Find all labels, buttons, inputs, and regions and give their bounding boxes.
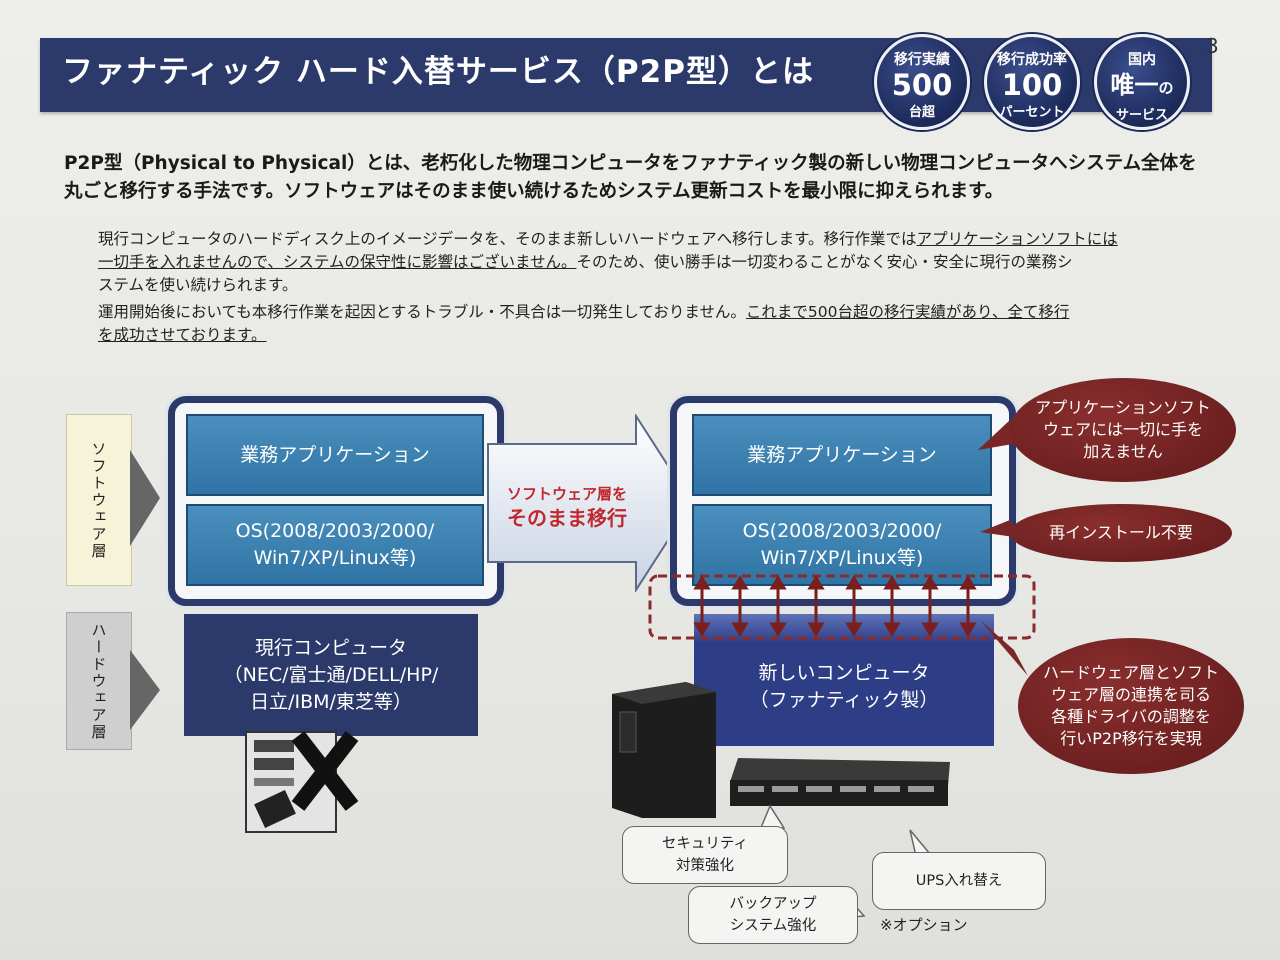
bubble1-line-3: 加えません [1083,442,1163,461]
new-computer-maker: （ファナティック製） [749,689,939,711]
badge-value: 100 [1001,68,1063,102]
bubble-no-app-changes: アプリケーションソフト ウェアには一切に手を 加えません [1010,378,1236,482]
bubble-no-reinstall: 再インストール不要 [1010,504,1232,562]
old-computer-crossed-icon [245,731,359,833]
para1-underlined: 一切手を入れませんので、システムの保守性に影響はございません。 [98,253,577,271]
badge-label: 国内 [1128,52,1156,68]
bubble3-line-3: 各種ドライバの調整を [1051,707,1211,726]
badge-unit: サービス [1115,108,1168,123]
driver-link-region [648,574,1036,640]
bubble1-line-2: ウェアには一切に手を [1042,420,1203,439]
migration-arrow-label: ソフトウェア層を そのまま移行 [492,484,642,532]
callout-backup-line-1: バックアップ [729,896,817,912]
paragraph-1-line-1: 現行コンピュータのハードディスク上のイメージデータを、そのまま新しいハードウェア… [98,228,1193,251]
right-os-line-1: OS(2008/2003/2000/ [742,520,942,542]
paragraph-2: 運用開始後においても本移行作業を起因とするトラブル・不具合は一切発生しておりませ… [98,301,1193,347]
badge-unit: 台超 [908,105,935,120]
badge-migration-record: 移行実績 500 台超 [874,34,970,130]
left-os-line-1: OS(2008/2003/2000/ [235,520,435,542]
badge-unit: パーセント [999,105,1065,120]
page-title: ファナティック ハード入替サービス（P2P型）とは [62,54,814,90]
badge-value: 500 [891,68,953,102]
tower-server-icon [612,682,716,818]
badge-label: 移行実績 [894,52,950,68]
hardware-layer-label: ハードウェア層 [66,612,132,750]
page-number: 3 [1206,34,1219,58]
badge-unique-service: 国内 唯一の サービス [1094,34,1190,130]
badge-success-rate: 移行成功率 100 パーセント [984,34,1080,130]
left-os-box: OS(2008/2003/2000/ Win7/XP/Linux等) [186,504,484,586]
intro-text: P2P型（Physical to Physical）とは、老朽化した物理コンピュ… [64,150,1214,206]
current-computer-title: 現行コンピュータ [254,636,407,659]
callout-security-line-2: 対策強化 [676,858,734,874]
para1-text: そのため、使い勝手は一切変わることがなく安心・安全に現行の業務シ [576,253,1073,271]
intro-line-2: 丸ごと移行する手法です。ソフトウェアはそのまま使い続けるためシステム更新コストを… [64,181,1004,202]
callout-ups: UPS入れ替え [872,852,1046,910]
callout-security-line-1: セキュリティ [661,836,749,852]
para2-text: 運用開始後においても本移行作業を起因とするトラブル・不具合は一切発生しておりませ… [98,303,746,321]
current-computer-makers-2: 日立/IBM/東芝等） [250,690,412,713]
arrow-label-line-1: ソフトウェア層を [506,485,627,503]
callout-backup: バックアップ システム強化 [688,886,858,944]
current-computer-box: 現行コンピュータ （NEC/富士通/DELL/HP/ 日立/IBM/東芝等） [184,614,478,736]
software-layer-label: ソフトウェア層 [66,414,132,586]
right-business-app-box: 業務アプリケーション [692,414,992,496]
intro-line-1: P2P型（Physical to Physical）とは、老朽化した物理コンピュ… [64,153,1197,174]
para2-underlined: これまで500台超の移行実績があり、全て移行 [745,303,1070,321]
current-computer-makers-1: （NEC/富士通/DELL/HP/ [223,663,439,686]
software-chevron [130,450,160,546]
callout-backup-line-2: システム強化 [729,918,817,934]
para1-underlined: アプリケーションソフトには [916,230,1118,248]
arrow-label-line-2: そのまま移行 [507,506,627,530]
hardware-chevron [130,650,160,730]
badge-label: 移行成功率 [997,52,1067,68]
para1-text: 現行コンピュータのハードディスク上のイメージデータを、そのまま新しいハードウェア… [98,230,917,248]
paragraph-1-line-3: ステムを使い続けられます。 [98,276,298,294]
option-note: ※オプション [880,916,968,934]
new-computer-title: 新しいコンピュータ [758,662,930,684]
badge-value: 唯一の [1097,69,1187,104]
right-os-box: OS(2008/2003/2000/ Win7/XP/Linux等) [692,504,992,586]
left-os-line-2: Win7/XP/Linux等) [253,547,417,569]
paragraph-1: 現行コンピュータのハードディスク上のイメージデータを、そのまま新しいハードウェア… [98,228,1193,297]
bubble1-line-1: アプリケーションソフト [1035,398,1211,417]
paragraph-1-line-2: 一切手を入れませんので、システムの保守性に影響はございません。そのため、使い勝手… [98,251,1193,274]
left-business-app-box: 業務アプリケーション [186,414,484,496]
migration-arrow [487,414,694,592]
paragraph-2-line-1: 運用開始後においても本移行作業を起因とするトラブル・不具合は一切発生しておりませ… [98,301,1193,324]
right-os-line-2: Win7/XP/Linux等) [760,547,924,569]
badge-value-main: 唯一 [1110,71,1159,99]
badge-value-suffix: の [1158,79,1174,97]
callout-security: セキュリティ 対策強化 [622,826,788,884]
bubble3-line-4: 行いP2P移行を実現 [1060,729,1202,748]
rack-server-icon [730,758,950,806]
bubble3-line-2: ウェア層の連携を司る [1050,685,1211,704]
new-computer-box: 新しいコンピュータ （ファナティック製） [694,614,994,746]
bubble-driver-adjustment: ハードウェア層とソフト ウェア層の連携を司る 各種ドライバの調整を 行いP2P移… [1018,638,1244,774]
bubble3-line-1: ハードウェア層とソフト [1042,663,1219,682]
layer-chevrons [130,450,160,730]
double-arrow [693,575,711,637]
paragraph-2-line-2: を成功させております。 [98,326,267,344]
